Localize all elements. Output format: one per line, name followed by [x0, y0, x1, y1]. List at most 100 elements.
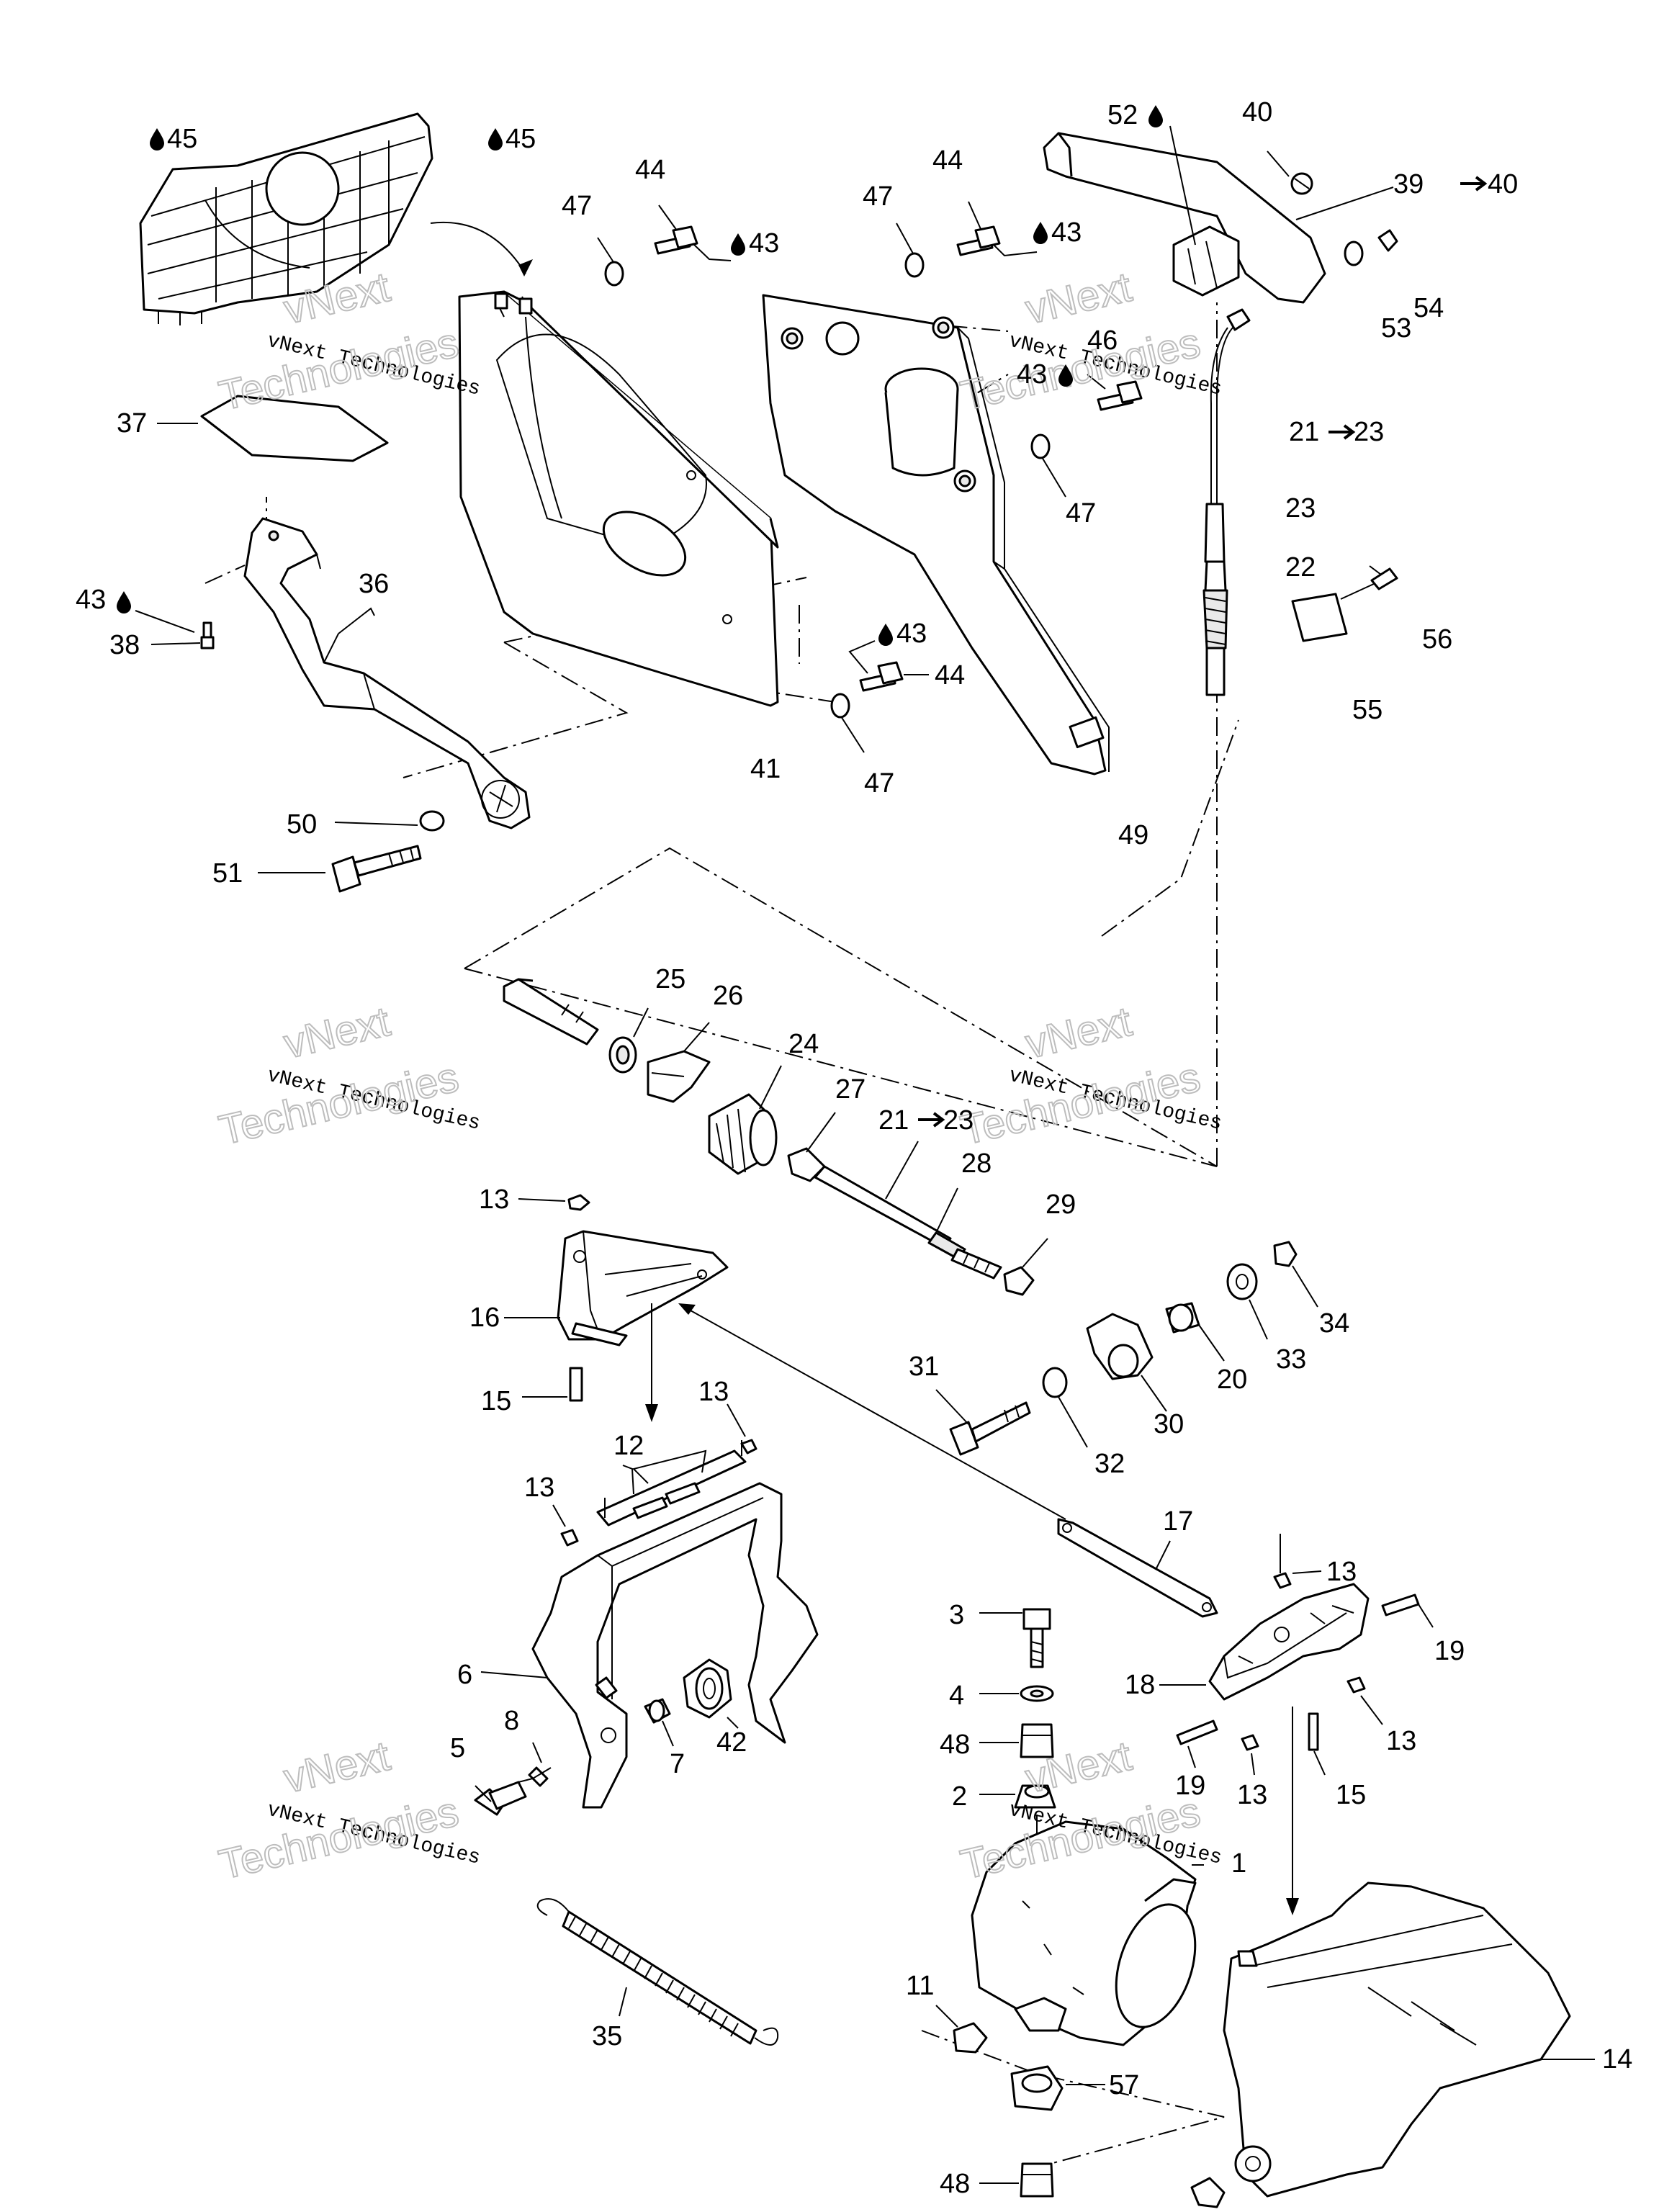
shift-lever-39: [1043, 125, 1398, 304]
part-label: 41: [750, 754, 781, 784]
plate-55: [1291, 565, 1398, 642]
part-label: 54: [1413, 293, 1444, 323]
part-label: 37: [117, 408, 147, 439]
part-label: 39: [1393, 169, 1424, 199]
part-label: 13: [698, 1377, 729, 1407]
part-label: 48: [940, 1730, 970, 1760]
housing-41: [458, 290, 779, 707]
part-label: 42: [716, 1727, 747, 1758]
part-label: 45: [167, 124, 197, 154]
bolt-51: [258, 810, 445, 893]
part-label: 21: [1289, 417, 1319, 447]
part-label: 15: [481, 1386, 511, 1416]
part-label: 23: [1354, 417, 1384, 447]
mount-stack: [979, 1608, 1056, 1843]
link-17: [678, 1303, 1218, 1618]
part-label: 44: [932, 145, 963, 176]
shift-cable-21: [1202, 308, 1251, 696]
part-label: 15: [1336, 1780, 1366, 1810]
frame-6: [480, 1440, 819, 1809]
part-label: 49: [1118, 820, 1148, 850]
part-label: 29: [1046, 1190, 1076, 1220]
part-label: 40: [1488, 169, 1518, 199]
housing-1: [971, 1820, 1204, 2046]
part-label: 31: [909, 1352, 939, 1382]
part-label: 13: [524, 1473, 554, 1503]
mounting-plate-49: [762, 294, 1110, 775]
part-label: 6: [457, 1660, 472, 1690]
plate-18: [1159, 1534, 1434, 1915]
part-label: 27: [835, 1074, 866, 1105]
bracket-36: [243, 517, 531, 830]
part-label: 47: [562, 191, 592, 221]
watermark-big: Technologies: [956, 319, 1205, 419]
part-label: 34: [1319, 1308, 1349, 1339]
part-label: 53: [1381, 313, 1411, 343]
part-label: 51: [212, 858, 243, 889]
part-label: 56: [1422, 624, 1452, 655]
part-label: 43: [76, 585, 106, 615]
watermark-big: vNext: [279, 1732, 394, 1802]
part-label: 19: [1175, 1771, 1205, 1801]
part-label: 50: [287, 809, 317, 840]
lower-mounts: [935, 2005, 1226, 2208]
bearing-parts: [474, 1658, 739, 1816]
part-label: 7: [670, 1749, 685, 1779]
bracket-16: [504, 1194, 729, 1422]
part-label: 44: [935, 660, 965, 691]
part-label: 20: [1217, 1364, 1247, 1395]
part-label: 18: [1125, 1670, 1155, 1700]
spring-35: [536, 1898, 779, 2046]
part-label: 48: [940, 2169, 970, 2199]
part-label: 5: [450, 1733, 465, 1763]
part-label: 17: [1163, 1506, 1193, 1537]
part-label: 33: [1276, 1344, 1306, 1375]
cover-14: [1223, 1881, 1595, 2198]
pad-37: [157, 395, 389, 462]
watermark-big: vNext: [1021, 264, 1136, 333]
part-label: 25: [655, 964, 685, 994]
part-label: 23: [943, 1105, 974, 1136]
part-label: 11: [906, 1971, 934, 2001]
part-label: 28: [961, 1148, 992, 1179]
part-label: 13: [479, 1184, 509, 1215]
part-label: 43: [749, 228, 779, 258]
part-label: 46: [1087, 325, 1118, 356]
watermark-big: vNext: [1021, 998, 1136, 1068]
part-label: 44: [635, 155, 665, 185]
part-label: 40: [1242, 97, 1272, 127]
part-label: 21: [878, 1105, 909, 1136]
part-label: 52: [1107, 100, 1138, 130]
cover-plate-45: [139, 112, 533, 325]
part-label: 22: [1285, 552, 1316, 583]
part-label: 3: [949, 1600, 964, 1630]
part-label: 32: [1094, 1449, 1125, 1479]
part-label: 38: [109, 630, 140, 660]
part-label: 47: [863, 181, 893, 212]
part-label: 47: [1066, 498, 1096, 529]
part-label: 13: [1237, 1780, 1267, 1810]
part-label: 16: [469, 1303, 500, 1333]
fasteners-upper: [597, 201, 1143, 753]
part-label: 47: [864, 768, 894, 799]
part-label: 43: [1051, 217, 1082, 248]
part-label: 13: [1386, 1726, 1416, 1756]
shaft-assembly: [503, 978, 1002, 1280]
part-label: 4: [949, 1681, 964, 1711]
part-label: 23: [1285, 493, 1316, 523]
part-label: 24: [788, 1029, 819, 1059]
part-label: 43: [1017, 359, 1047, 390]
bolt-31: [935, 1367, 1088, 1456]
part-label: 30: [1154, 1409, 1184, 1439]
part-label: 36: [359, 569, 389, 599]
part-label: 12: [613, 1431, 644, 1461]
part-label: 45: [505, 124, 536, 154]
part-label: 55: [1352, 695, 1382, 725]
part-label: 8: [504, 1706, 519, 1736]
part-label: 14: [1602, 2044, 1632, 2074]
screw-38: [135, 610, 215, 649]
watermark-big: Technologies: [215, 1788, 463, 1888]
part-label: 57: [1109, 2070, 1139, 2100]
watermark-big: Technologies: [215, 1053, 463, 1154]
